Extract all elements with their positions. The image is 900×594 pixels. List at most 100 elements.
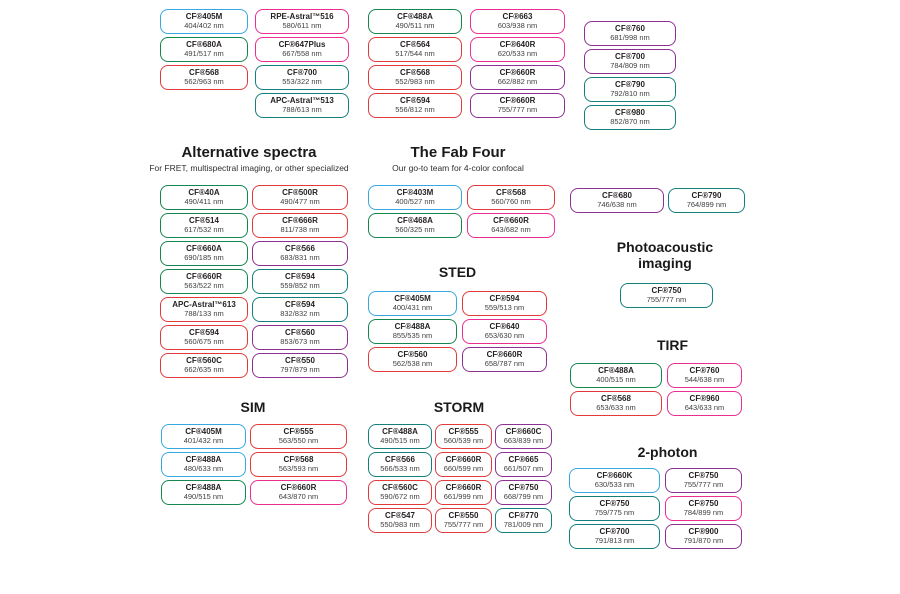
dye-excitation-emission: 755/777 nm xyxy=(443,520,484,530)
dye-name: CF®594 xyxy=(285,272,315,282)
dye-name: CF®750 xyxy=(599,499,630,509)
dye-excitation-emission: 784/809 nm xyxy=(610,61,650,71)
dye-excitation-emission: 401/432 nm xyxy=(183,436,224,446)
dye-excitation-emission: 668/799 nm xyxy=(503,492,544,502)
dye-name: CF®500R xyxy=(282,188,318,198)
dye-excitation-emission: 643/870 nm xyxy=(278,492,319,502)
dye-name: CF®555 xyxy=(448,427,479,437)
dye-name: CF®566 xyxy=(285,244,315,254)
dye-excitation-emission: 480/633 nm xyxy=(183,464,224,474)
dye-excitation-emission: 811/738 nm xyxy=(280,225,320,235)
dye-excitation-emission: 566/533 nm xyxy=(380,464,420,474)
dye-excitation-emission: 755/777 nm xyxy=(497,105,538,115)
dye-name: CF®560 xyxy=(285,328,315,338)
dye-excitation-emission: 781/009 nm xyxy=(503,520,544,530)
dye-name: CF®488A xyxy=(185,483,222,493)
dye-name: CF®560 xyxy=(397,350,428,360)
dye-excitation-emission: 653/630 nm xyxy=(484,331,525,341)
dye-excitation-emission: 784/899 nm xyxy=(683,508,724,518)
dye-excitation-emission: 755/777 nm xyxy=(646,295,687,305)
dye-name: CF®568 xyxy=(496,188,526,198)
dye-excitation-emission: 832/832 nm xyxy=(280,309,320,319)
dye-excitation-emission: 491/517 nm xyxy=(184,49,224,59)
dye-excitation-emission: 559/852 nm xyxy=(280,281,320,291)
dye-excitation-emission: 660/599 nm xyxy=(443,464,484,474)
dye-excitation-emission: 653/633 nm xyxy=(596,403,636,413)
dye-name: CF®405M xyxy=(394,294,431,304)
dye-excitation-emission: 667/558 nm xyxy=(282,49,322,59)
dye-name: CF®560C xyxy=(186,356,222,366)
dye-name: CF®760 xyxy=(615,24,645,34)
dye-name: CF®980 xyxy=(615,108,645,118)
dye-name: RPE-Astral™516 xyxy=(270,12,334,22)
dye-excitation-emission: 490/515 nm xyxy=(183,492,224,502)
dye-excitation-emission: 560/325 nm xyxy=(395,225,435,235)
dye-excitation-emission: 662/635 nm xyxy=(184,365,224,375)
dye-excitation-emission: 791/813 nm xyxy=(594,536,635,546)
section-subtitle-alternative-spectra: For FRET, multispectral imaging, or othe… xyxy=(149,163,349,173)
dye-excitation-emission: 759/775 nm xyxy=(594,508,635,518)
dye-name: CF®560C xyxy=(382,483,418,493)
dye-name: CF®660R xyxy=(499,96,536,106)
dye-excitation-emission: 746/638 nm xyxy=(597,200,637,210)
dye-name: CF®403M xyxy=(396,188,434,198)
section-title-sted: STED xyxy=(438,264,477,280)
dye-name: CF®750 xyxy=(651,286,682,296)
dye-excitation-emission: 643/682 nm xyxy=(491,225,531,235)
dye-excitation-emission: 764/899 nm xyxy=(686,200,727,210)
dye-excitation-emission: 797/879 nm xyxy=(280,365,320,375)
section-subtitle-fab-four: Our go-to team for 4-color confocal xyxy=(392,163,524,173)
dye-excitation-emission: 400/515 nm xyxy=(596,375,636,385)
dye-name: CF®594 xyxy=(285,300,315,310)
dye-name: CF®647Plus xyxy=(278,40,326,50)
dye-excitation-emission: 617/532 nm xyxy=(184,225,224,235)
dye-excitation-emission: 690/185 nm xyxy=(184,253,224,263)
dye-excitation-emission: 490/511 nm xyxy=(395,21,435,31)
dye-name: CF®790 xyxy=(615,80,645,90)
dye-excitation-emission: 663/839 nm xyxy=(503,436,544,446)
dye-name: CF®750 xyxy=(688,471,719,481)
dye-name: CF®750 xyxy=(688,499,719,509)
dye-name: CF®700 xyxy=(287,68,317,78)
dye-name: CF®700 xyxy=(615,52,645,62)
dye-excitation-emission: 560/760 nm xyxy=(491,197,531,207)
dye-name: CF®660C xyxy=(505,427,542,437)
dye-excitation-emission: 603/938 nm xyxy=(497,21,538,31)
dye-name: CF®660R xyxy=(445,483,482,493)
